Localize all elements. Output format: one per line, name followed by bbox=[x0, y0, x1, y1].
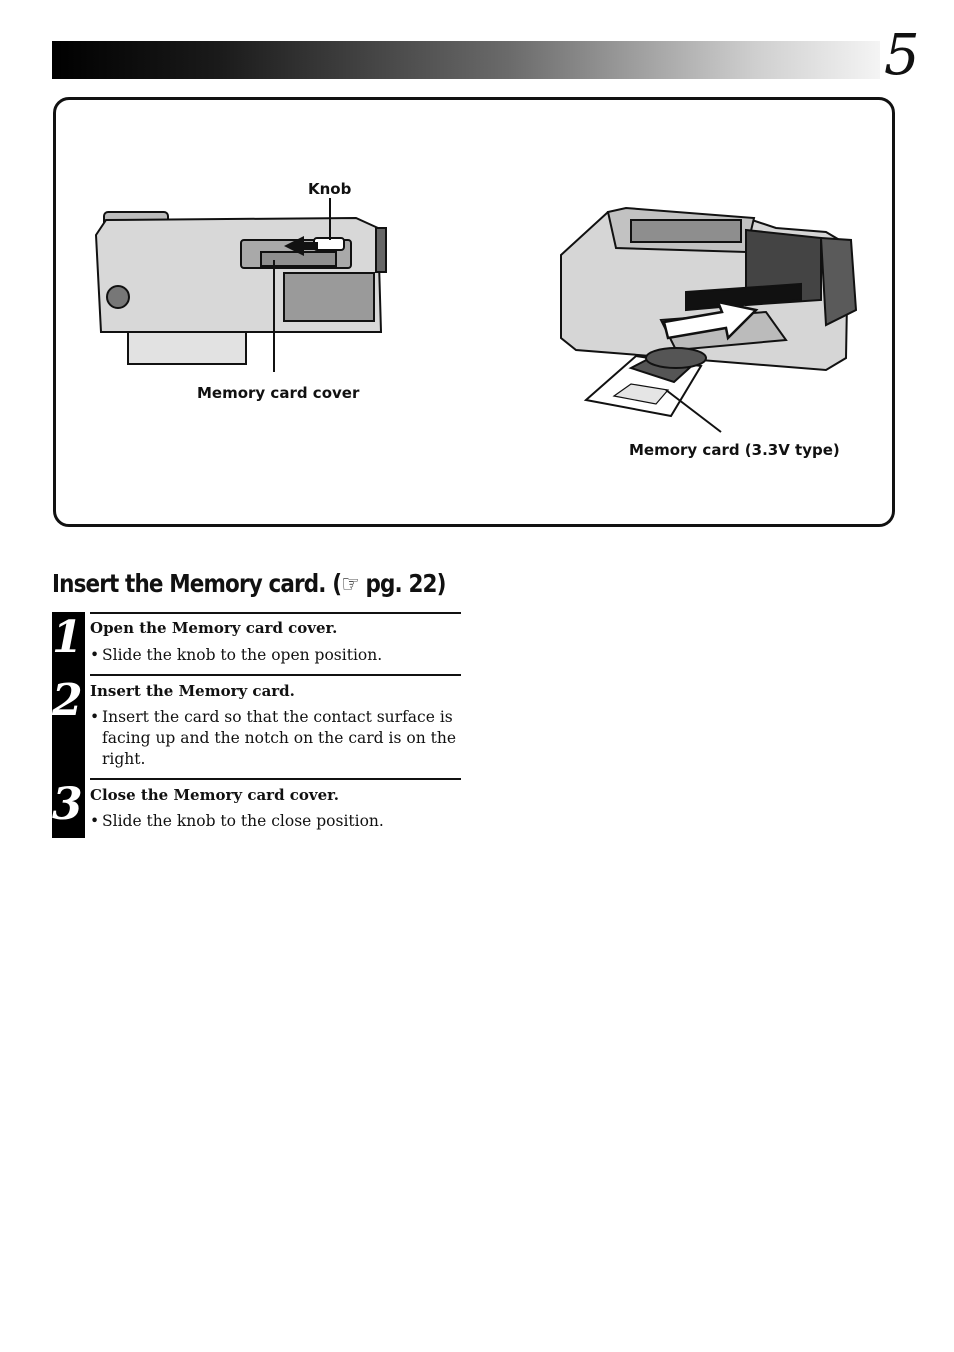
camera-angled-view bbox=[560, 206, 858, 433]
page-reference: pg. 22) bbox=[358, 569, 446, 598]
step-number-column bbox=[52, 612, 85, 838]
camera-illustration bbox=[94, 198, 858, 433]
step-3-heading: Close the Memory card cover. bbox=[90, 786, 339, 804]
step-1-heading: Open the Memory card cover. bbox=[90, 619, 338, 637]
step-3-divider bbox=[90, 778, 461, 780]
section-title-text: Insert the Memory card. ( bbox=[52, 569, 342, 598]
step-2-heading: Insert the Memory card. bbox=[90, 682, 295, 700]
step-1-instruction: •Slide the knob to the open position. bbox=[90, 646, 383, 664]
memory-card-label: Memory card (3.3V type) bbox=[629, 441, 840, 459]
step-2-divider bbox=[90, 674, 461, 676]
pointing-hand-icon: ☞ bbox=[341, 570, 359, 598]
section-title: Insert the Memory card. (☞ pg. 22) bbox=[52, 566, 446, 602]
page-number: 5 bbox=[884, 23, 920, 88]
step-1-divider bbox=[90, 612, 461, 614]
step-2-number: 2 bbox=[52, 675, 83, 726]
step-2-instruction: •Insert the card so that the contact sur… bbox=[90, 708, 456, 768]
step-3-instruction: •Slide the knob to the close position. bbox=[90, 812, 384, 830]
camera-top-view bbox=[94, 198, 387, 372]
memory-card-cover-label: Memory card cover bbox=[197, 384, 360, 402]
step-3-number: 3 bbox=[52, 779, 83, 830]
header-gradient-bar bbox=[52, 41, 880, 79]
illustration-panel: Knob Memory card cover Memory card (3.3V… bbox=[53, 97, 895, 527]
step-1-number: 1 bbox=[52, 612, 83, 663]
knob-label: Knob bbox=[308, 180, 352, 198]
